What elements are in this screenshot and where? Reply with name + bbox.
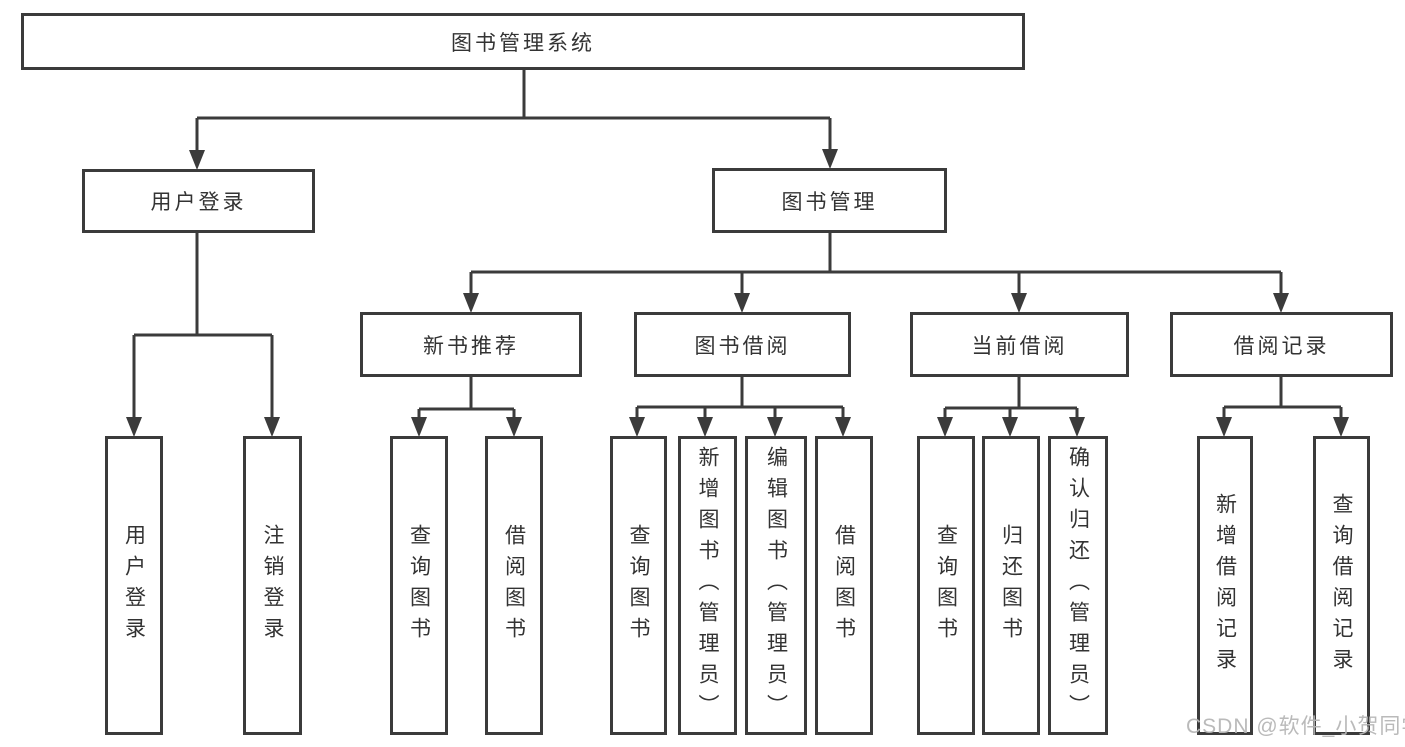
leaf-query-books-borrow: 查询图书	[610, 436, 667, 735]
leaf-confirm-return-admin: 确认归还（管理员）	[1048, 436, 1108, 735]
leaf-query-books-borrow-label: 查询图书	[627, 523, 650, 648]
leaf-borrow-books: 借阅图书	[815, 436, 873, 735]
csdn-watermark: CSDN @软件_小贺同学	[1186, 715, 1405, 738]
leaf-query-books-recommend: 查询图书	[390, 436, 448, 735]
leaf-borrow-books-label: 借阅图书	[832, 523, 856, 648]
leaf-return-books-label: 归还图书	[999, 523, 1023, 648]
leaf-logout: 注销登录	[243, 436, 302, 735]
leaf-add-borrow-record-label: 新增借阅记录	[1213, 492, 1237, 679]
node-user-login: 用户登录	[82, 169, 315, 233]
node-new-book-recommend: 新书推荐	[360, 312, 582, 377]
node-book-borrow: 图书借阅	[634, 312, 851, 377]
leaf-borrow-books-recommend-label: 借阅图书	[502, 523, 526, 648]
leaf-logout-label: 注销登录	[261, 523, 284, 648]
leaf-add-books-admin: 新增图书（管理员）	[678, 436, 737, 735]
leaf-user-login: 用户登录	[105, 436, 163, 735]
leaf-query-books-current-label: 查询图书	[934, 523, 958, 648]
node-borrow-records: 借阅记录	[1170, 312, 1393, 377]
leaf-query-books-current: 查询图书	[917, 436, 975, 735]
leaf-edit-books-admin: 编辑图书（管理员）	[745, 436, 807, 735]
leaf-add-borrow-record: 新增借阅记录	[1197, 436, 1253, 735]
leaf-confirm-return-admin-label: 确认归还（管理员）	[1066, 446, 1090, 725]
leaf-user-login-label: 用户登录	[122, 523, 146, 648]
arrowheads	[126, 149, 1349, 437]
node-book-management: 图书管理	[712, 168, 947, 233]
connector-segments	[132, 68, 1343, 420]
node-root: 图书管理系统	[21, 13, 1025, 70]
leaf-borrow-books-recommend: 借阅图书	[485, 436, 543, 735]
leaf-query-books-recommend-label: 查询图书	[407, 523, 431, 648]
leaf-query-borrow-record-label: 查询借阅记录	[1330, 492, 1353, 679]
leaf-edit-books-admin-label: 编辑图书（管理员）	[764, 446, 788, 725]
leaf-query-borrow-record: 查询借阅记录	[1313, 436, 1370, 735]
leaf-add-books-admin-label: 新增图书（管理员）	[696, 446, 719, 725]
node-current-borrow: 当前借阅	[910, 312, 1129, 377]
leaf-return-books: 归还图书	[982, 436, 1040, 735]
